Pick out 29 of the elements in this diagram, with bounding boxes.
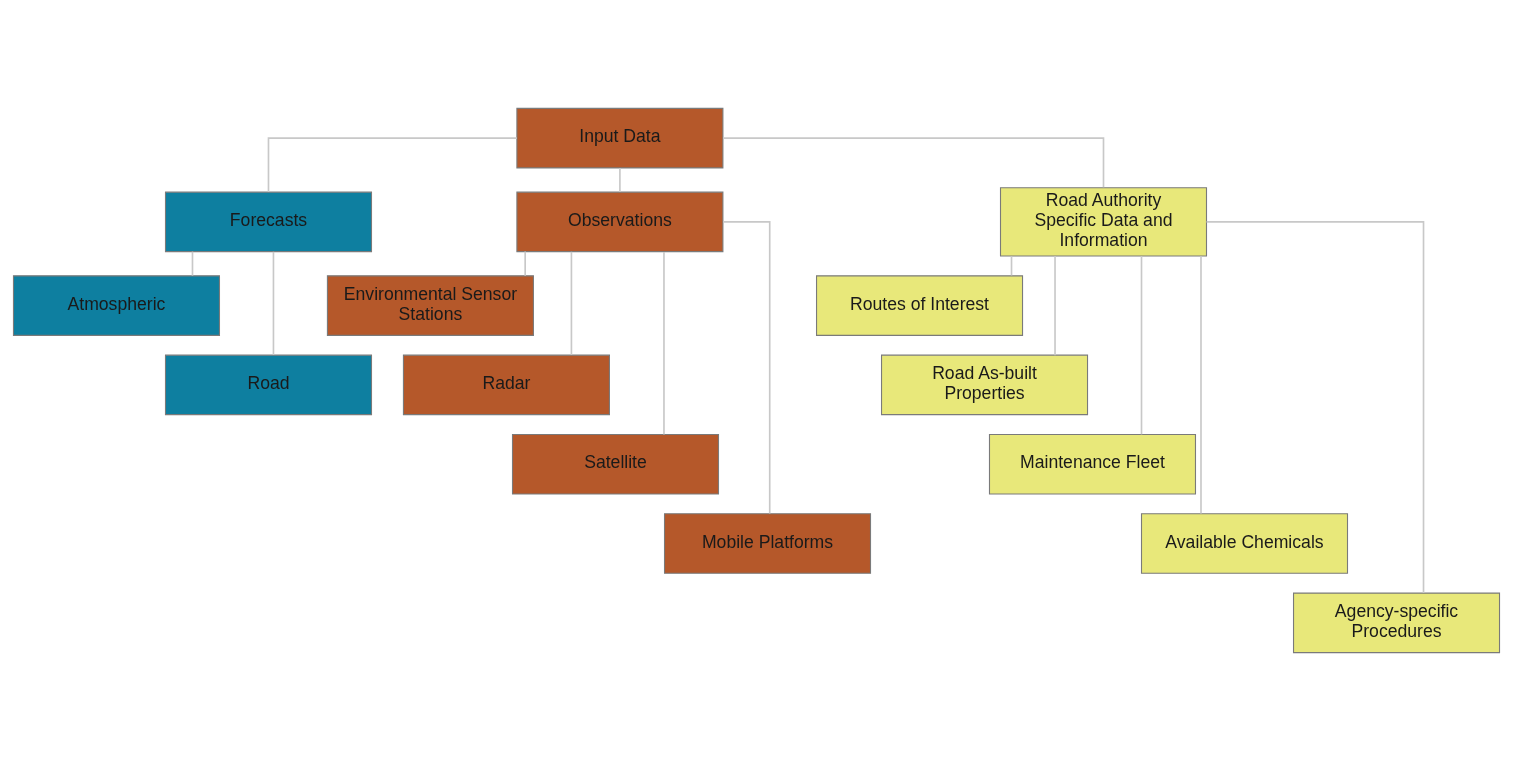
node-box: Road Authority Specific Data and Information bbox=[999, 187, 1208, 257]
node-box: Road bbox=[164, 354, 373, 416]
connector bbox=[272, 250, 275, 356]
connector bbox=[1205, 221, 1425, 594]
connector bbox=[1140, 255, 1143, 436]
connector bbox=[722, 221, 771, 515]
node-box: Available Chemicals bbox=[1140, 513, 1349, 574]
node-box: Observations bbox=[516, 191, 724, 253]
node-box: Radar bbox=[402, 354, 610, 416]
node-box: Atmospheric bbox=[12, 275, 220, 336]
connector bbox=[570, 250, 573, 356]
connector bbox=[663, 251, 665, 436]
connector bbox=[1200, 255, 1202, 515]
connector bbox=[191, 250, 194, 277]
node-box: Road As-built Properties bbox=[881, 354, 1089, 416]
connector bbox=[1010, 255, 1013, 277]
connector bbox=[619, 167, 621, 193]
connector bbox=[267, 137, 518, 193]
node-box: Input Data bbox=[516, 107, 724, 169]
node-box: Routes of Interest bbox=[816, 275, 1024, 336]
node-box: Maintenance Fleet bbox=[988, 433, 1197, 495]
node-box: Mobile Platforms bbox=[663, 513, 872, 574]
node-box: Satellite bbox=[511, 433, 720, 495]
connector bbox=[722, 137, 1105, 189]
node-box: Agency-specific Procedures bbox=[1293, 592, 1501, 654]
node-box: Environmental Sensor Stations bbox=[326, 275, 534, 336]
connector bbox=[1054, 255, 1056, 356]
connector bbox=[524, 250, 526, 277]
node-box: Forecasts bbox=[164, 191, 373, 253]
